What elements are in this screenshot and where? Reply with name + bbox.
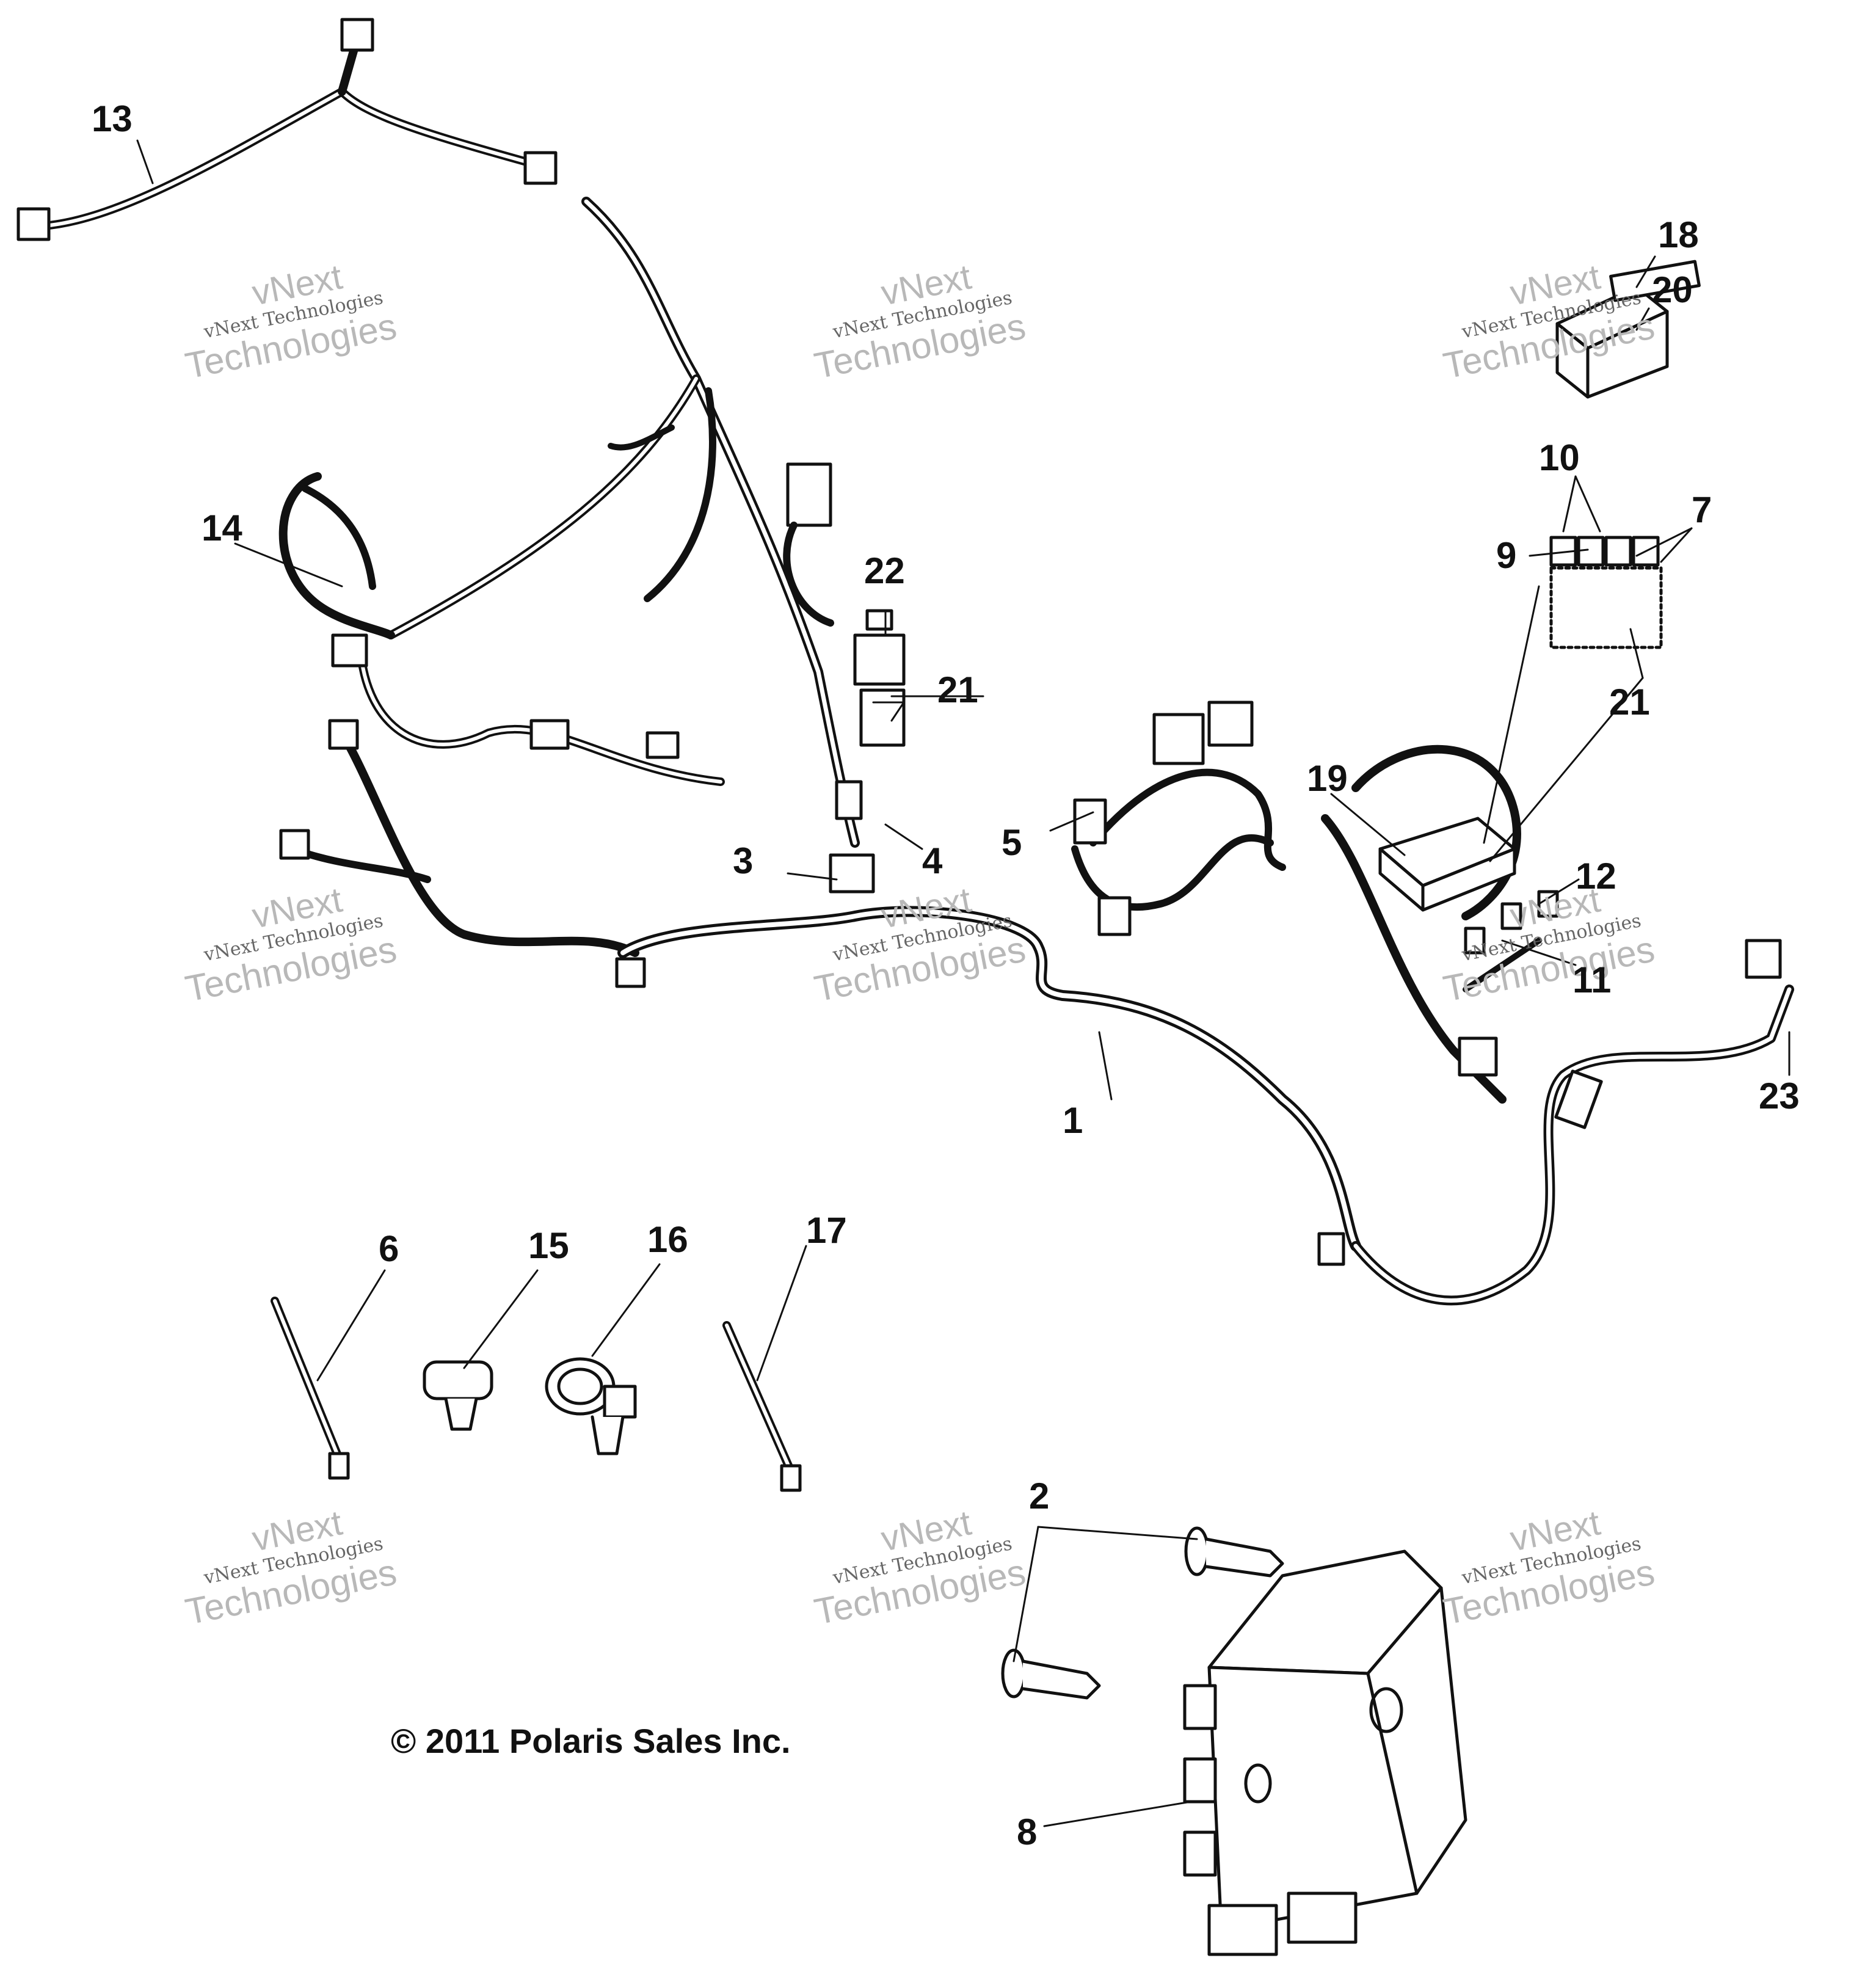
main-harness-upper bbox=[387, 197, 860, 848]
sub-harness-13 bbox=[16, 18, 558, 241]
callout-6: 6 bbox=[379, 1228, 399, 1269]
callout-22: 22 bbox=[864, 550, 905, 591]
callout-7: 7 bbox=[1692, 489, 1712, 530]
callout-20: 20 bbox=[1652, 269, 1693, 310]
fuse-box bbox=[1555, 260, 1701, 399]
center-connectors bbox=[783, 462, 1254, 936]
harness-lower-left bbox=[279, 719, 1361, 1251]
cable-tie-17 bbox=[722, 1321, 802, 1492]
callout-17: 17 bbox=[806, 1210, 847, 1251]
callout-23: 23 bbox=[1759, 1076, 1800, 1116]
callout-12: 12 bbox=[1576, 856, 1616, 897]
callout-8: 8 bbox=[1017, 1811, 1038, 1852]
leader-lines bbox=[136, 139, 1791, 1827]
callout-14: 14 bbox=[202, 508, 242, 548]
ecu-module-8 bbox=[1183, 1549, 1467, 1956]
callout-13: 13 bbox=[92, 98, 133, 139]
callout-4: 4 bbox=[922, 840, 943, 881]
clip-16 bbox=[545, 1357, 637, 1455]
callout-21-center: 21 bbox=[937, 669, 978, 710]
callout-21-right: 21 bbox=[1609, 682, 1650, 723]
control-module-19 bbox=[1378, 817, 1516, 912]
callout-15: 15 bbox=[528, 1225, 569, 1266]
relay-22 bbox=[853, 609, 906, 686]
callout-18: 18 bbox=[1658, 214, 1699, 255]
callout-11: 11 bbox=[1572, 959, 1612, 1000]
callout-5: 5 bbox=[1002, 822, 1022, 863]
harness-right bbox=[1071, 745, 1794, 1306]
callout-3: 3 bbox=[733, 840, 754, 881]
callout-10: 10 bbox=[1539, 437, 1580, 478]
bolts-2 bbox=[1001, 1526, 1284, 1700]
callout-9: 9 bbox=[1496, 535, 1517, 576]
callout-2: 2 bbox=[1029, 1476, 1050, 1516]
callout-1: 1 bbox=[1063, 1100, 1083, 1141]
callout-19: 19 bbox=[1307, 758, 1348, 799]
clip-15 bbox=[423, 1360, 493, 1431]
callout-16: 16 bbox=[647, 1219, 688, 1260]
harness-loop-14 bbox=[278, 472, 725, 786]
relay-block bbox=[1549, 536, 1663, 649]
copyright-notice: © 2011 Polaris Sales Inc. bbox=[391, 1722, 791, 1760]
cable-tie-6 bbox=[271, 1297, 350, 1480]
